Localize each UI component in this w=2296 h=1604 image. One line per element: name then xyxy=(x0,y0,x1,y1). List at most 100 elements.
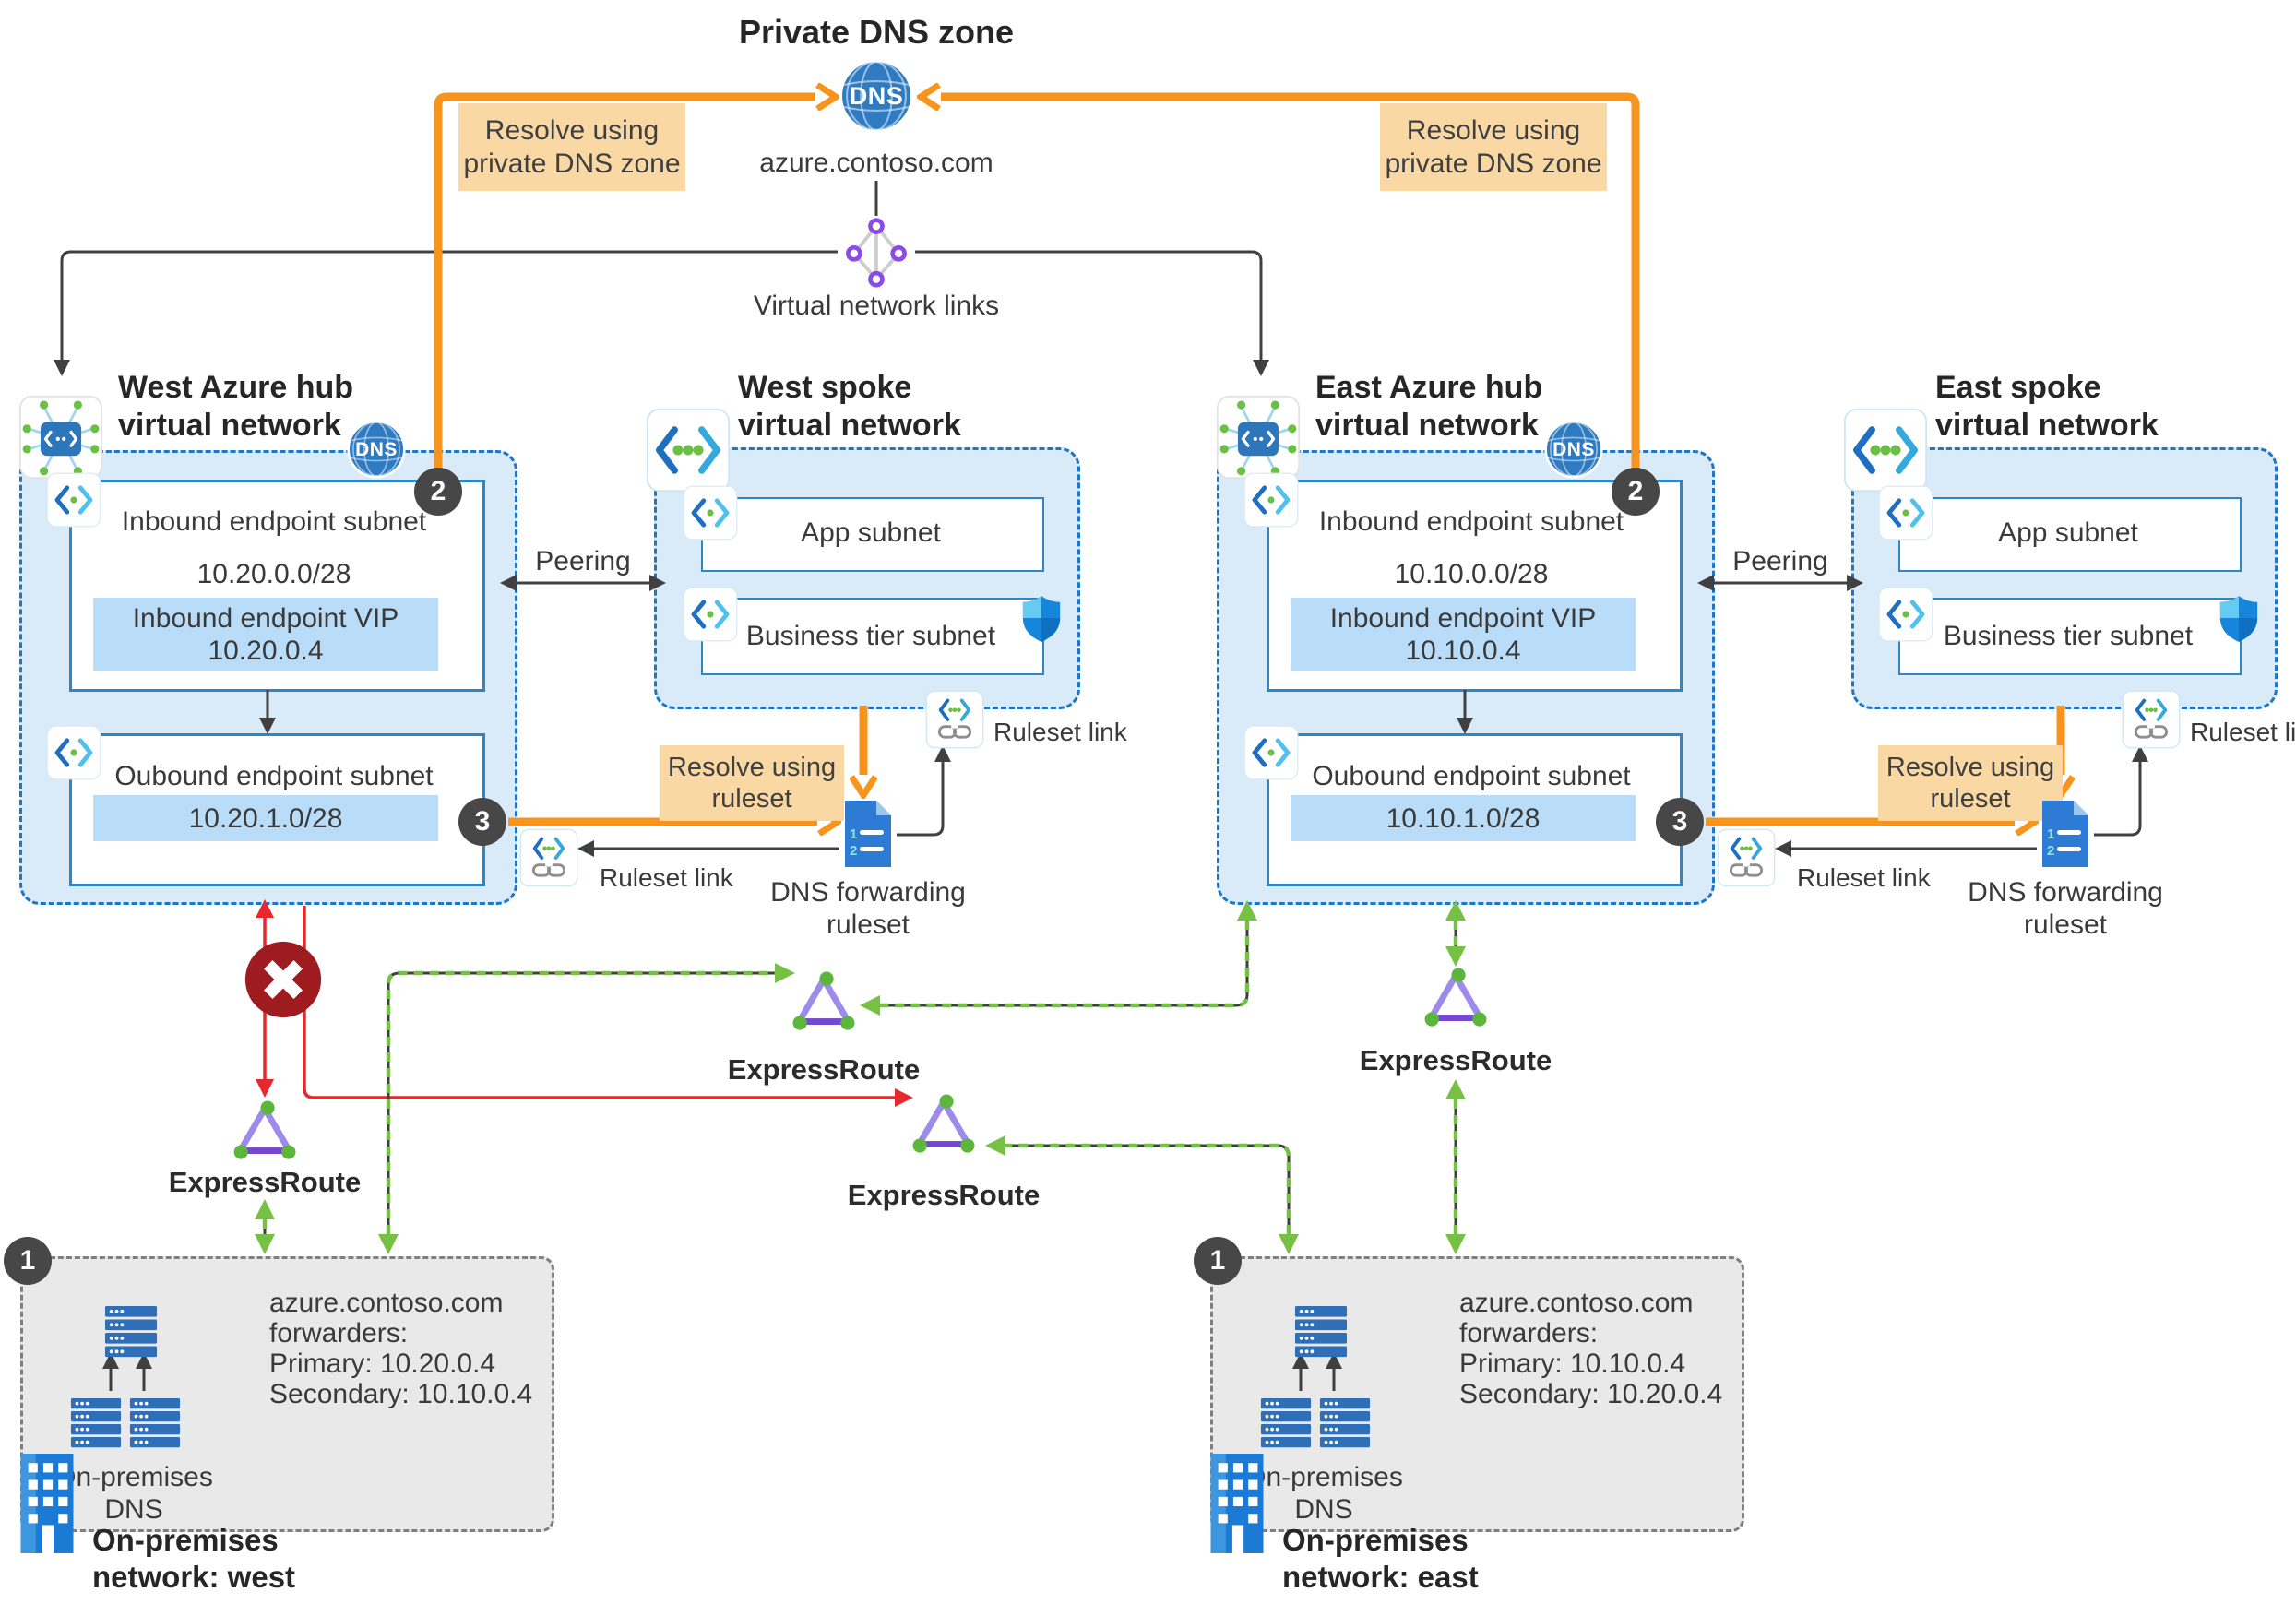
west-inbound-subnet-icon xyxy=(46,472,101,528)
east-hub-ruleset-link-label: Ruleset link xyxy=(1797,863,1931,892)
east-hub-vnet-icon xyxy=(1216,395,1301,480)
west-dns-forwarding-ruleset-label: DNS forwarding ruleset xyxy=(770,877,966,940)
east-inbound-vip-label: Inbound endpoint VIP xyxy=(1329,603,1597,634)
east-peering-label: Peering xyxy=(1732,546,1828,576)
west-app-subnet-box xyxy=(701,497,1044,572)
onprem-east-network-label: On-premises network: east xyxy=(1282,1523,1479,1594)
onprem-west-dns-server-top-icon xyxy=(103,1306,159,1360)
east-app-subnet-box xyxy=(1898,497,2242,572)
center-expressroute-2-label: ExpressRoute xyxy=(847,1179,1041,1211)
east-outbound-cidr: 10.10.1.0/28 xyxy=(1386,802,1541,834)
center-expressroute-1-label: ExpressRoute xyxy=(727,1053,921,1086)
east-dns-forwarding-ruleset-icon xyxy=(2039,799,2092,869)
west-hub-ruleset-link-icon xyxy=(519,828,578,887)
east-inbound-subnet-label: Inbound endpoint subnet xyxy=(1318,506,1624,537)
onprem-east-domain: azure.contoso.com xyxy=(1459,1288,1694,1318)
east-step-2-badge: 2 xyxy=(1612,468,1660,516)
virtual-network-links-icon xyxy=(841,216,911,288)
east-resolve-private-callout: Resolve using private DNS zone xyxy=(1380,103,1607,191)
west-spoke-title: West spoke virtual network xyxy=(738,370,961,443)
onprem-east-dns-label: On-premises DNS xyxy=(1244,1462,1403,1525)
dns-zone-domain: azure.contoso.com xyxy=(759,148,993,178)
east-app-subnet-label: App subnet xyxy=(1998,517,2138,548)
west-inbound-vip-box: Inbound endpoint VIP 10.20.0.4 xyxy=(93,598,438,671)
west-business-subnet-box xyxy=(701,598,1044,675)
west-spoke-ruleset-link-label: Ruleset link xyxy=(993,718,1127,746)
east-spoke-vnet-icon xyxy=(1843,408,1928,493)
onprem-west-dns-server-left-icon xyxy=(70,1396,122,1452)
onprem-east-dns-server-top-icon xyxy=(1293,1306,1349,1360)
east-hub-title: East Azure hub virtual network xyxy=(1315,370,1543,443)
onprem-west-forwarders: azure.contoso.com forwarders: Primary: 1… xyxy=(269,1288,574,1409)
onprem-east-secondary: Secondary: 10.20.0.4 xyxy=(1459,1379,1723,1409)
east-spoke-ruleset-link-icon xyxy=(2122,690,2181,749)
east-inbound-cidr: 10.10.0.0/28 xyxy=(1394,559,1549,589)
west-resolve-private-line xyxy=(434,97,815,487)
west-app-subnet-icon xyxy=(683,485,738,541)
west-inbound-vip-label: Inbound endpoint VIP xyxy=(132,603,399,634)
east-inbound-vip-ip: 10.10.0.4 xyxy=(1405,636,1521,666)
onprem-east-step-1-badge: 1 xyxy=(1194,1237,1242,1285)
west-app-subnet-label: App subnet xyxy=(801,517,941,548)
east-inbound-subnet-icon xyxy=(1243,472,1299,528)
west-ruleset-to-spoke-link-arrow xyxy=(897,745,951,837)
west-hub-ruleset-link-label: Ruleset link xyxy=(600,863,733,892)
onprem-east-box xyxy=(1210,1256,1744,1532)
east-app-subnet-icon xyxy=(1878,485,1933,541)
east-expressroute-icon xyxy=(1421,967,1491,1031)
vnet-link-line-east xyxy=(915,250,1269,376)
west-business-subnet-icon xyxy=(683,587,738,642)
onprem-west-forwarders-label: forwarders: xyxy=(269,1318,409,1349)
vnet-link-line-west xyxy=(54,250,838,376)
onprem-west-dns-label: On-premises DNS xyxy=(54,1462,213,1525)
east-spoke-ruleset-link-label: Ruleset link xyxy=(2190,718,2296,746)
west-expressroute-icon xyxy=(230,1099,300,1164)
center-expressroute-2-icon xyxy=(909,1093,979,1158)
onprem-west-building-icon xyxy=(18,1452,76,1555)
west-step-2-badge: 2 xyxy=(414,468,462,516)
east-outbound-subnet-icon xyxy=(1243,725,1299,780)
onprem-east-dns-server-left-icon xyxy=(1260,1396,1312,1452)
green-connectors xyxy=(255,900,1466,1254)
west-expressroute-label: ExpressRoute xyxy=(168,1166,362,1198)
onprem-west-box xyxy=(20,1256,554,1532)
east-outbound-subnet-label: Oubound endpoint subnet xyxy=(1312,761,1631,791)
east-step-3-badge: 3 xyxy=(1656,798,1704,846)
west-spoke-ruleset-link-icon xyxy=(925,690,984,749)
private-dns-zone-title: Private DNS zone xyxy=(738,13,1015,51)
virtual-network-links-label: Virtual network links xyxy=(753,291,1000,321)
orange-connectors xyxy=(434,97,2061,822)
west-outbound-cidr-box: 10.20.1.0/28 xyxy=(93,795,438,841)
east-hub-ruleset-link-icon xyxy=(1717,828,1776,887)
west-outbound-subnet-label: Oubound endpoint subnet xyxy=(114,761,434,791)
east-dns-forwarding-ruleset-label: DNS forwarding ruleset xyxy=(1968,877,2163,940)
onprem-west-dns-server-right-icon xyxy=(129,1396,181,1452)
east-hub-dns-badge-label: DNS xyxy=(1552,439,1595,460)
west-outbound-cidr: 10.20.1.0/28 xyxy=(188,802,343,834)
onprem-east-building-icon xyxy=(1208,1452,1266,1555)
east-spoke-title: East spoke virtual network xyxy=(1935,370,2159,443)
onprem-west-network-label: On-premises network: west xyxy=(92,1523,296,1594)
east-hub-to-er1-line xyxy=(860,900,1257,1016)
onprem-west-domain: azure.contoso.com xyxy=(269,1288,504,1318)
onprem-east-to-er2-line xyxy=(985,1135,1299,1254)
onprem-west-step-1-badge: 1 xyxy=(4,1237,52,1285)
west-resolve-ruleset-callout: Resolve using ruleset xyxy=(660,745,844,821)
onprem-east-forwarders: azure.contoso.com forwarders: Primary: 1… xyxy=(1459,1288,1764,1409)
center-expressroute-1-icon xyxy=(789,970,859,1035)
black-connectors xyxy=(54,181,2148,1391)
west-hub-vnet-icon xyxy=(18,395,103,480)
east-outbound-cidr-box: 10.10.1.0/28 xyxy=(1291,795,1636,841)
east-resolve-private-line xyxy=(941,97,1640,487)
west-dns-forwarding-ruleset-icon xyxy=(841,799,895,869)
east-business-subnet-box xyxy=(1898,598,2242,675)
west-hub-dns-badge-label: DNS xyxy=(355,439,398,460)
onprem-east-primary: Primary: 10.10.0.4 xyxy=(1459,1349,1686,1379)
east-shield-icon xyxy=(2218,594,2260,644)
west-outbound-subnet-icon xyxy=(46,725,101,780)
west-inbound-subnet-label: Inbound endpoint subnet xyxy=(121,506,427,537)
onprem-west-to-er1-line xyxy=(378,963,795,1254)
west-shield-icon xyxy=(1020,594,1063,644)
west-step-3-badge: 3 xyxy=(458,798,506,846)
